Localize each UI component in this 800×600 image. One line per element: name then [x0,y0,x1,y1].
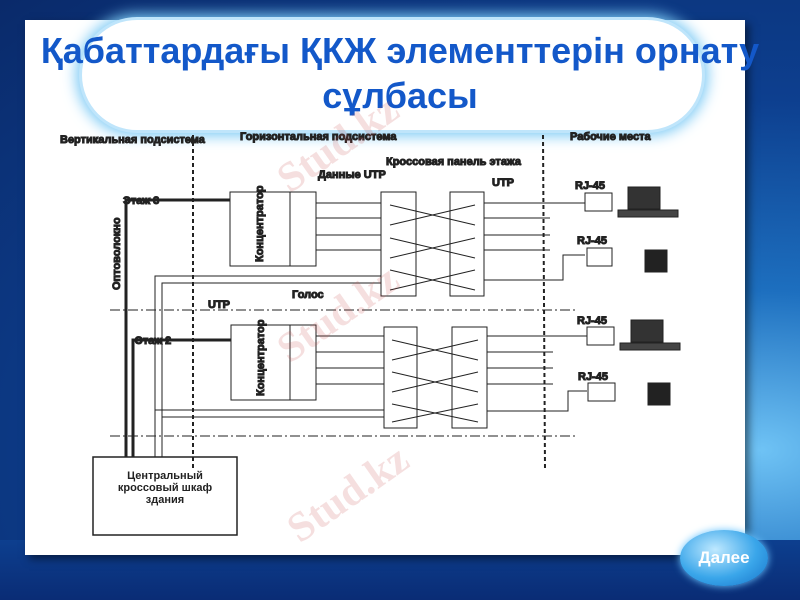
cross-panel-box [451,326,488,429]
label-fiber: Оптоволокно [111,217,123,290]
data-lines [316,202,381,251]
rj45-box [584,192,613,212]
floor3-group: Концентратор RJ-45 RJ-45 [229,180,679,297]
computer-icon [627,186,661,210]
rj45-box [586,326,615,346]
phone-icon [644,249,668,273]
label-utp: UTP [492,177,514,189]
floor2-group: Концентратор RJ-45 RJ-45 [230,315,681,429]
label-workplaces: Рабочие места [570,131,651,143]
hub-port-box [289,191,317,267]
rj45-label: RJ-45 [577,235,607,247]
hub-label: Концентратор [254,185,266,262]
label-utp-voice: UTP [208,299,230,311]
label-data-utp: Данные UTP [318,169,386,181]
label-voice: Голос [292,289,324,301]
hub-label: Концентратор [255,319,267,396]
cross-connections [391,339,479,423]
voice-lines-floor3 [154,275,381,457]
slide-title: Қабаттардағы ҚКЖ элементтерін орнату сұл… [40,30,760,116]
label-cross-panel: Кроссовая панель этажа [386,156,522,168]
outlet-lines [487,335,587,412]
data-lines [316,335,384,385]
next-button[interactable]: Далее [680,530,768,586]
computer-icon [630,319,664,343]
keyboard-icon [619,342,681,351]
phone-icon [647,382,671,406]
fiber-line-floor3 [124,198,230,457]
rj45-box [586,247,613,267]
title-cloud [82,20,702,130]
keyboard-icon [617,209,679,218]
voice-lines-floor2 [155,409,384,418]
central-cabinet-label: Центральный кроссовый шкаф здания [117,470,213,506]
divider-line [542,134,546,471]
fiber-line-floor2 [131,338,231,457]
label-vertical: Вертикальная подсистема [60,134,206,146]
rj45-label: RJ-45 [575,180,605,192]
rj45-box [587,382,616,402]
cross-connections [389,204,476,291]
rj45-label: RJ-45 [578,371,608,383]
rj45-label: RJ-45 [577,315,607,327]
hub-port-box [289,324,317,401]
central-cabinet-box [92,456,238,536]
outlet-lines [484,202,585,281]
label-horizontal: Горизонтальная подсистема [240,131,397,143]
cross-panel-box [449,191,485,297]
